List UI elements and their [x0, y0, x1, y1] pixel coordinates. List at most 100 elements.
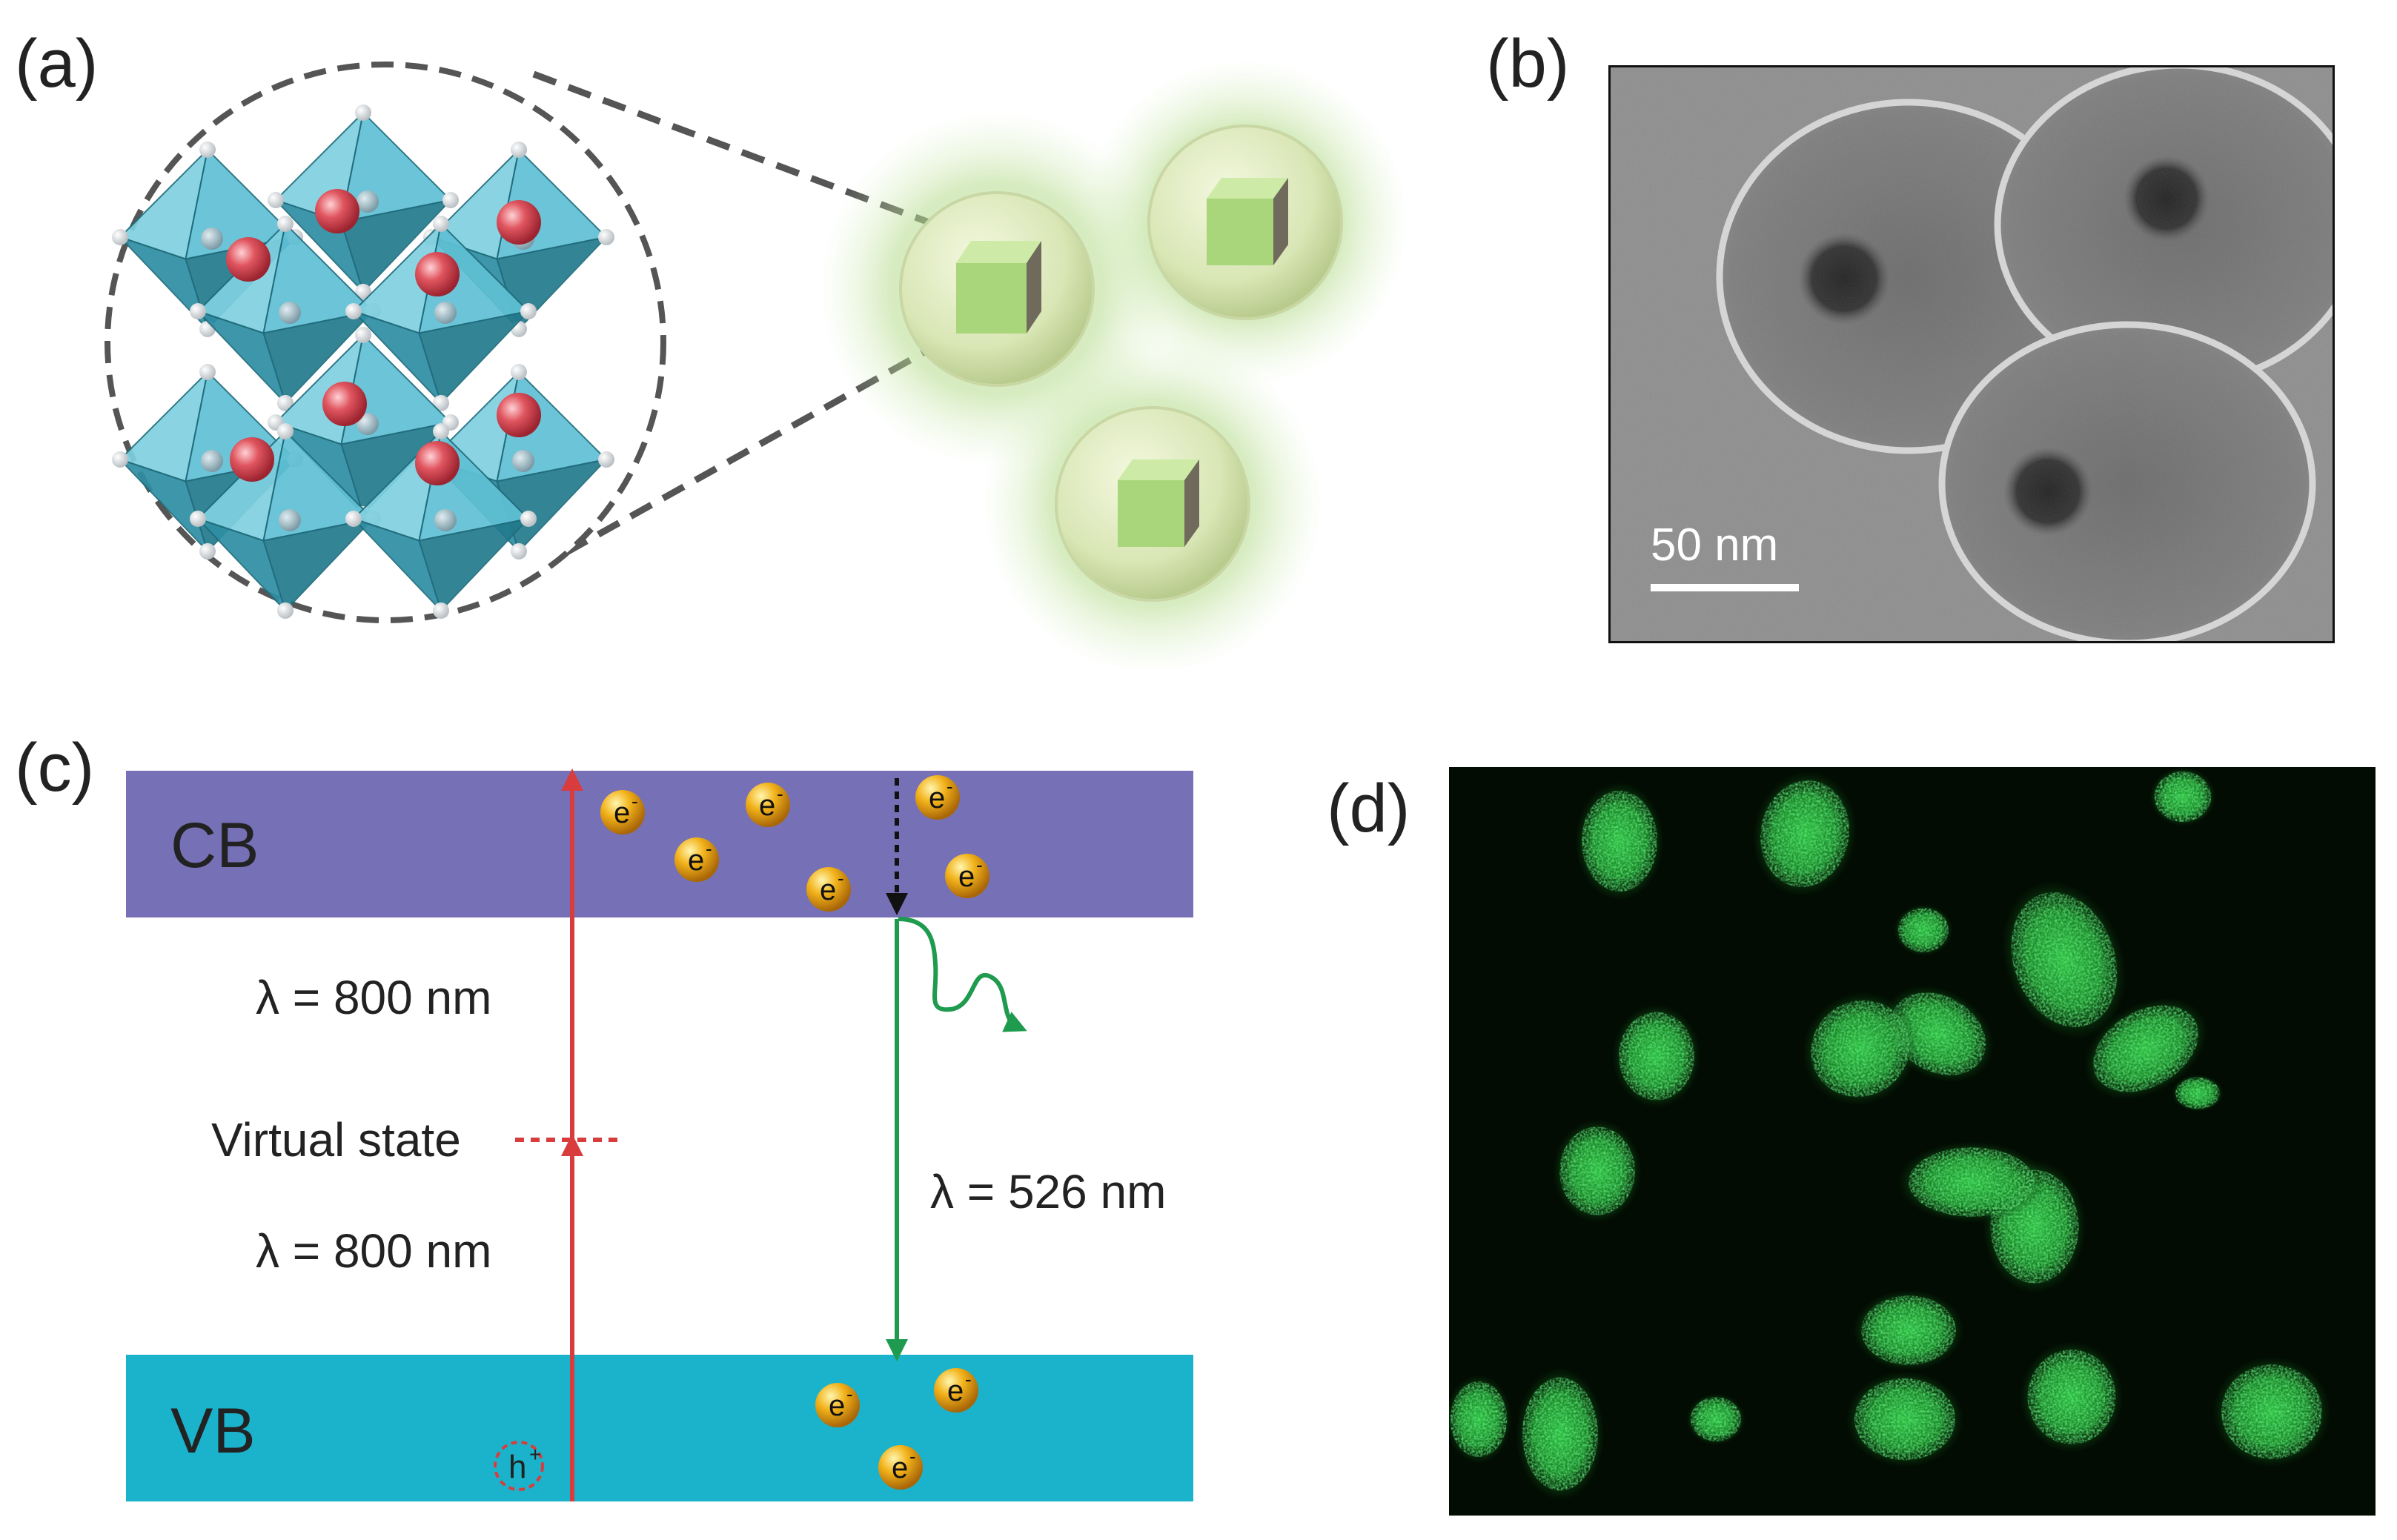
conduction-band: [126, 771, 1193, 917]
cell-speckle: [1760, 780, 1849, 887]
x-site-atom: [277, 394, 294, 411]
stained-cells: [1449, 767, 2331, 1501]
x-site-atom: [511, 364, 527, 380]
cell-speckle: [2011, 892, 2118, 1027]
electron: e -: [806, 867, 851, 912]
svg-text:-: -: [846, 1383, 853, 1405]
electron: e -: [674, 837, 719, 882]
virtual-state-label: Virtual state: [211, 1113, 461, 1166]
electron: e -: [915, 775, 960, 820]
cell-speckle: [1861, 1295, 1956, 1365]
fluorescence-micrograph: [1449, 767, 2376, 1516]
b-site-atom: [434, 302, 457, 324]
b-site-atom: [357, 413, 379, 435]
scale-bar: [1651, 584, 1799, 591]
x-site-atom: [520, 511, 537, 527]
b-site-atom: [434, 509, 457, 531]
x-site-atom: [277, 216, 294, 232]
x-site-atom: [355, 327, 371, 343]
x-site-atom: [433, 423, 449, 439]
cell-speckle: [2093, 1005, 2198, 1092]
x-site-atom: [433, 394, 449, 411]
a-site-atom: [415, 252, 460, 296]
svg-text:e: e: [947, 1375, 964, 1407]
x-site-atom: [511, 542, 527, 560]
cell-speckle: [1619, 1012, 1694, 1101]
a-site-atom: [415, 441, 460, 485]
svg-text:-: -: [631, 790, 638, 812]
svg-text:-: -: [838, 867, 844, 889]
b-site-atom: [201, 450, 223, 472]
excitation-label-upper: λ = 800 nm: [256, 971, 491, 1024]
cell-speckle: [1522, 1377, 1598, 1491]
excitation-label-lower: λ = 800 nm: [256, 1224, 491, 1278]
x-site-atom: [433, 216, 449, 232]
svg-text:-: -: [946, 775, 953, 797]
octahedron: [268, 104, 459, 300]
cell-speckle: [1854, 1378, 1955, 1461]
cb-label: CB: [170, 810, 259, 881]
x-site-atom: [355, 283, 371, 300]
cell-speckle: [1811, 1000, 1910, 1098]
svg-text:e: e: [759, 789, 775, 822]
electron: e -: [878, 1445, 923, 1490]
svg-text:e: e: [892, 1452, 908, 1484]
cube-3: [1118, 459, 1199, 547]
svg-text:-: -: [965, 1368, 972, 1390]
cell-speckle: [1559, 1126, 1635, 1215]
scale-bar-label: 50 nm: [1651, 520, 1778, 571]
svg-text:e: e: [688, 844, 704, 877]
octahedron: [190, 423, 381, 619]
panel-label-a: (a): [15, 26, 99, 102]
cell-speckle: [2175, 1077, 2220, 1109]
svg-text:e: e: [929, 782, 945, 814]
cb-electrons: e - e - e - e - e - e -: [600, 775, 989, 912]
cell-speckle: [2154, 771, 2212, 822]
x-site-atom: [345, 511, 362, 527]
b-site-atom: [279, 509, 301, 531]
svg-text:-: -: [706, 837, 712, 860]
x-site-atom: [277, 423, 294, 439]
x-site-atom: [112, 451, 128, 468]
perovskite-schematic: [105, 59, 1408, 667]
a-site-atom: [322, 382, 367, 426]
band-diagram: CB VB λ = 800 nm Virtual state λ = 800 n…: [126, 769, 1193, 1501]
hole: h +: [494, 1441, 544, 1491]
panel-label-c: (c): [15, 730, 95, 806]
photon-wave: [898, 917, 1027, 1032]
cell-speckle: [2027, 1350, 2116, 1444]
svg-text:-: -: [777, 783, 783, 805]
x-site-atom: [433, 602, 449, 619]
cell-speckle: [2221, 1364, 2322, 1459]
panel-label-b: (b): [1486, 26, 1570, 102]
b-site-atom: [201, 228, 223, 250]
a-site-atom: [226, 237, 271, 282]
electron: e -: [934, 1368, 978, 1413]
cell-speckle: [1691, 1397, 1741, 1441]
svg-text:e: e: [820, 874, 836, 906]
electron: e -: [945, 854, 989, 898]
x-site-atom: [598, 229, 614, 245]
svg-text:h: h: [508, 1449, 526, 1485]
svg-text:e: e: [614, 797, 630, 829]
svg-text:e: e: [958, 860, 975, 893]
electron: e -: [746, 783, 790, 827]
svg-text:-: -: [909, 1445, 916, 1467]
b-site-atom: [279, 302, 301, 324]
x-site-atom: [268, 192, 284, 208]
electron: e -: [815, 1383, 860, 1427]
a-site-atom: [497, 200, 541, 245]
x-site-atom: [277, 602, 294, 619]
valence-band: [126, 1355, 1193, 1501]
svg-text:e: e: [829, 1390, 845, 1422]
x-site-atom: [190, 303, 206, 319]
x-site-atom: [520, 303, 537, 319]
x-site-atom: [199, 542, 216, 560]
a-site-atom: [230, 437, 274, 482]
x-site-atom: [190, 511, 206, 527]
cell-speckle: [1450, 1381, 1508, 1457]
cube-2: [1207, 178, 1288, 265]
x-site-atom: [598, 451, 614, 468]
svg-text:-: -: [976, 854, 983, 876]
octahedron: [268, 327, 459, 522]
